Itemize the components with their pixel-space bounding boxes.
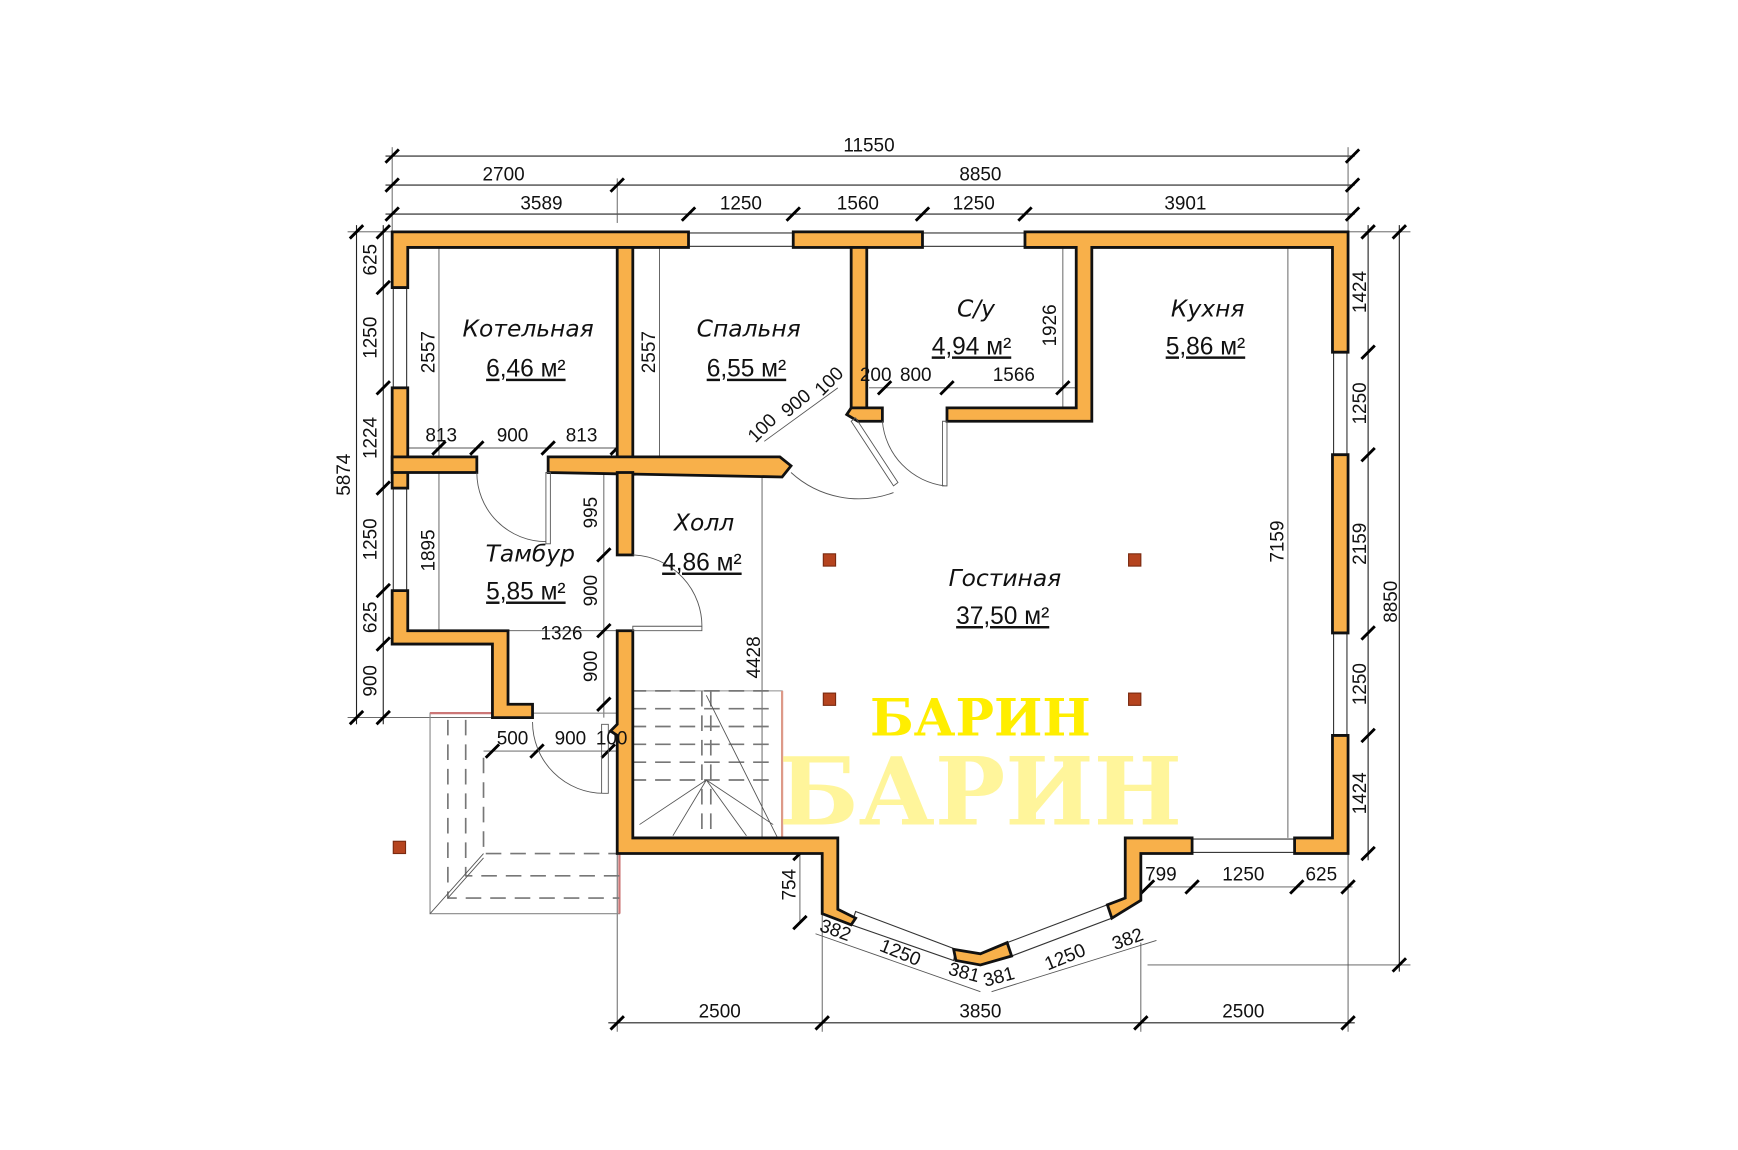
dim-label: 1424 xyxy=(1350,772,1371,814)
dim-label: 100 xyxy=(744,410,781,447)
dim-label: 500 xyxy=(497,728,529,749)
room-name-vestibule: Тамбур xyxy=(486,540,575,568)
dim-label: 2500 xyxy=(699,1001,741,1022)
dim-label: 1326 xyxy=(540,624,582,645)
dim-label: 1224 xyxy=(361,417,382,459)
dim-label: 900 xyxy=(778,385,816,421)
room-area-living: 37,50 м² xyxy=(956,603,1049,630)
door-bedroom[interactable] xyxy=(790,417,899,500)
room-name-boiler: Котельная xyxy=(462,315,593,343)
columns xyxy=(392,553,1142,855)
dim-label: 900 xyxy=(497,425,529,446)
dim-label: 1560 xyxy=(837,194,879,215)
dim-label: 1895 xyxy=(419,529,440,571)
dim-label: 3901 xyxy=(1164,194,1206,215)
dim-label: 900 xyxy=(555,728,587,749)
dim-label: 813 xyxy=(566,425,598,446)
staircase xyxy=(627,690,784,839)
dim-label: 1926 xyxy=(1040,304,1061,346)
dim-label: 900 xyxy=(581,651,602,683)
dim-label: 8850 xyxy=(1381,581,1402,623)
dim-label: 200 xyxy=(860,365,892,386)
dim-label: 100 xyxy=(596,728,628,749)
dim-label: 1250 xyxy=(1350,382,1371,424)
door-hall[interactable] xyxy=(632,554,703,632)
dim-label: 995 xyxy=(581,497,602,529)
dim-label: 1250 xyxy=(953,194,995,215)
dim-label: 381 xyxy=(981,963,1017,991)
dim-label: 1250 xyxy=(1222,864,1264,885)
room-name-hall: Холл xyxy=(673,508,734,536)
dim-label: 3589 xyxy=(520,194,562,215)
room-name-bedroom: Спальня xyxy=(697,315,801,343)
dim-label: 11550 xyxy=(843,136,894,157)
dimension-lines xyxy=(347,147,1411,1032)
dim-label: 2500 xyxy=(1222,1001,1264,1022)
dim-label: 800 xyxy=(900,365,932,386)
room-name-bathroom: С/у xyxy=(957,295,996,323)
dim-label: 625 xyxy=(1306,864,1338,885)
watermark-large: БАРИН xyxy=(779,738,1182,848)
dim-label: 4428 xyxy=(744,636,765,678)
dim-label: 7159 xyxy=(1267,521,1288,563)
door-bathroom[interactable] xyxy=(881,420,948,487)
dim-label: 813 xyxy=(425,425,457,446)
dim-label: 1250 xyxy=(1350,663,1371,705)
dim-label: 900 xyxy=(361,665,382,697)
dim-label: 1566 xyxy=(993,365,1035,386)
room-area-bedroom: 6,55 м² xyxy=(707,356,787,383)
door-boiler-room[interactable] xyxy=(476,472,551,545)
dim-label: 754 xyxy=(779,869,800,901)
dimension-ticks xyxy=(348,148,1408,1031)
doors[interactable] xyxy=(476,417,948,794)
room-area-vestibule: 5,85 м² xyxy=(486,579,566,606)
walls xyxy=(390,230,1350,967)
dim-label: 625 xyxy=(361,602,382,634)
dim-label: 900 xyxy=(581,575,602,607)
dim-label: 2557 xyxy=(419,331,440,373)
dim-label: 2700 xyxy=(483,165,525,186)
room-area-hall: 4,86 м² xyxy=(662,550,742,577)
dim-label: 1424 xyxy=(1350,271,1371,313)
room-name-kitchen: Кухня xyxy=(1171,295,1245,323)
dim-label: 1250 xyxy=(361,518,382,560)
dim-label: 2557 xyxy=(639,331,660,373)
room-area-kitchen: 5,86 м² xyxy=(1166,333,1246,360)
room-name-living: Гостиная xyxy=(949,564,1062,592)
dim-label: 799 xyxy=(1145,864,1177,885)
dim-label: 625 xyxy=(361,244,382,276)
dim-label: 8850 xyxy=(959,165,1001,186)
dim-label: 2159 xyxy=(1350,523,1371,565)
watermark-logo: БАРИН БАРИН xyxy=(779,688,1182,847)
room-labels: Котельная 6,46 м² Спальня 6,55 м² С/у 4,… xyxy=(462,295,1245,630)
dim-label: 1250 xyxy=(1042,940,1089,975)
room-area-boiler: 6,46 м² xyxy=(486,356,566,383)
dim-label: 1250 xyxy=(720,194,762,215)
dim-label: 1250 xyxy=(361,317,382,359)
room-area-bathroom: 4,94 м² xyxy=(932,333,1012,360)
dim-label: 100 xyxy=(811,363,848,400)
dim-label: 5874 xyxy=(334,454,355,496)
watermark-small: БАРИН xyxy=(870,688,1091,748)
door-entrance[interactable] xyxy=(532,722,609,794)
dim-label: 3850 xyxy=(959,1001,1001,1022)
